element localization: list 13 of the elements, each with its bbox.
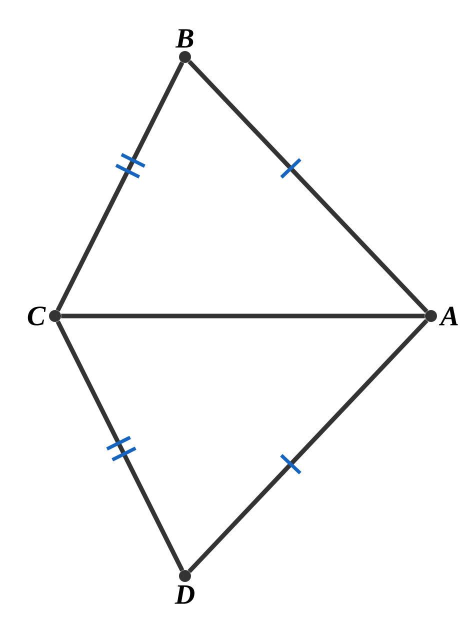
node-label: D [174,585,194,604]
node-label: C [28,306,46,326]
line-segment [188,318,428,574]
line-segment [56,320,184,572]
point: A [425,306,458,326]
point: B [175,29,194,63]
node-label: A [438,306,458,326]
node-label: B [175,29,194,48]
line-segment [61,314,425,318]
point: D [174,570,194,604]
line-segment [188,60,428,314]
point: C [28,306,61,326]
line-segment [56,62,184,312]
